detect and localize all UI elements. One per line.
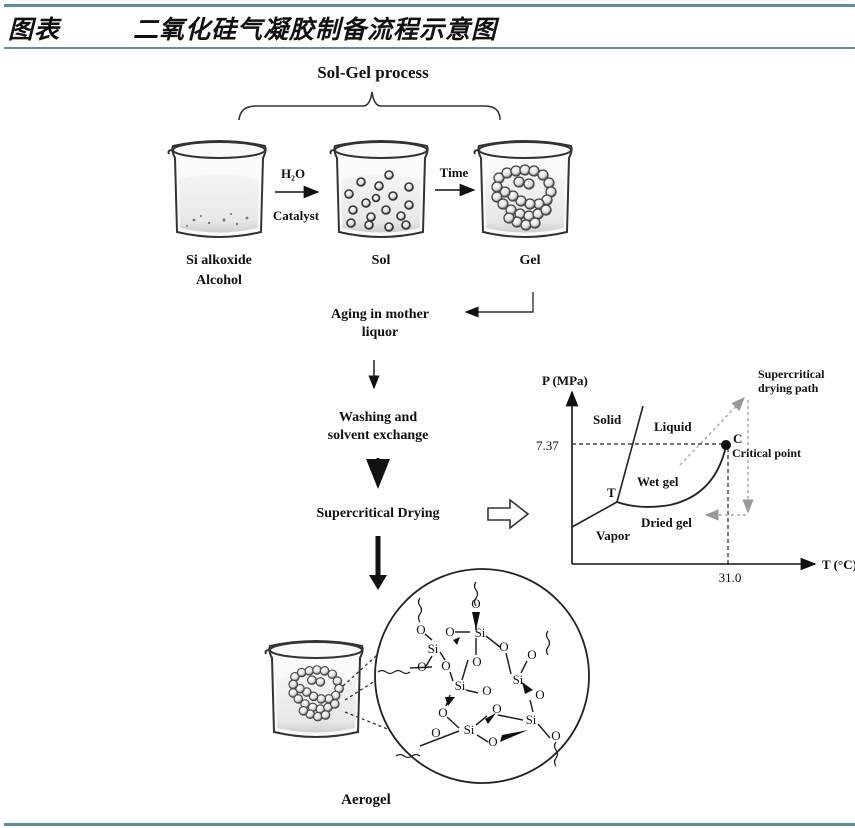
beaker-label-gel: Gel: [520, 253, 541, 268]
svg-text:O: O: [445, 624, 454, 639]
critical-point-letter: C: [733, 431, 742, 446]
critical-pressure-tick: 7.37: [536, 438, 559, 453]
region-solid: Solid: [593, 412, 622, 427]
svg-text:O: O: [471, 596, 480, 611]
arrow-label-h2o: H₂O: [281, 166, 305, 181]
arrow-label-time: Time: [440, 165, 469, 180]
arrow-label-catalyst: Catalyst: [273, 208, 320, 223]
svg-text:Si: Si: [526, 712, 537, 727]
atom-labels: O O O Si Si O O O O O Si O Si O O O Si S…: [416, 596, 560, 749]
svg-text:O: O: [416, 622, 425, 637]
drying-path-label-line1: Supercritical: [758, 367, 825, 381]
svg-text:O: O: [527, 647, 536, 662]
beaker-label-alcohol: Alcohol: [196, 273, 242, 288]
critical-point-marker: [721, 440, 731, 450]
beaker-aerogel: [264, 640, 364, 738]
svg-text:Si: Si: [455, 678, 466, 693]
solgel-brace: [238, 91, 501, 121]
beaker-si-alkoxide: [167, 140, 267, 238]
beaker-label-sol: Sol: [372, 253, 391, 268]
arrow-to-aging: [464, 292, 534, 318]
beaker-label-si-alkoxide: Si alkoxide: [186, 253, 252, 268]
aerogel-label: Aerogel: [341, 792, 391, 808]
svg-text:O: O: [492, 701, 501, 716]
solgel-title: Sol-Gel process: [317, 63, 429, 82]
figure-title: 二氧化硅气凝胶制备流程示意图: [133, 15, 498, 44]
step-drying: Supercritical Drying: [316, 506, 439, 521]
triple-point-label: T: [607, 485, 616, 500]
svg-text:O: O: [488, 734, 497, 749]
magnifier-circle: [374, 568, 590, 784]
sublimation-curve: [571, 501, 618, 528]
region-dried-gel: Dried gel: [641, 515, 692, 530]
svg-text:O: O: [417, 659, 426, 674]
step-washing-line1: Washing and: [339, 410, 417, 425]
drying-path-label-line2: drying path: [758, 381, 819, 395]
arrow-to-aerogel-head: [369, 575, 387, 590]
x-axis-label: T (°C): [822, 557, 855, 572]
critical-point-label: Critical point: [732, 446, 801, 460]
co2-phase-diagram: P (MPa) T (°C) 7.37 31.0 Solid Liquid Va…: [536, 367, 855, 585]
svg-text:Si: Si: [513, 672, 524, 687]
beaker-sol: [329, 140, 429, 238]
step-aging-line2: liquor: [362, 325, 399, 340]
svg-text:O: O: [551, 728, 560, 743]
svg-text:O: O: [431, 725, 440, 740]
svg-text:O: O: [438, 705, 447, 720]
melting-curve: [616, 405, 644, 503]
svg-text:O: O: [535, 687, 544, 702]
svg-text:O: O: [482, 683, 491, 698]
header-top-rule: [4, 4, 855, 7]
figure-label: 图表: [8, 15, 61, 44]
svg-text:O: O: [472, 654, 481, 669]
silica-network-magnified: O O O Si Si O O O O O Si O Si O O O Si S…: [374, 568, 590, 784]
header-bottom-rule: [4, 47, 855, 49]
step-washing-line2: solvent exchange: [328, 428, 429, 443]
footer-rule: [4, 823, 855, 826]
step-aging-line1: Aging in mother: [331, 307, 429, 322]
svg-text:O: O: [441, 658, 450, 673]
critical-temperature-tick: 31.0: [719, 570, 742, 585]
svg-text:Si: Si: [475, 625, 486, 640]
region-liquid: Liquid: [654, 419, 692, 434]
svg-text:Si: Si: [464, 722, 475, 737]
y-axis-label: P (MPa): [542, 373, 588, 388]
region-vapor: Vapor: [596, 528, 630, 543]
beaker-gel: [473, 140, 573, 238]
svg-text:Si: Si: [428, 641, 439, 656]
hollow-arrow-to-phase-diagram: [487, 498, 530, 530]
region-wet-gel: Wet gel: [637, 474, 679, 489]
svg-text:O: O: [499, 639, 508, 654]
vaporization-curve: [616, 445, 727, 508]
